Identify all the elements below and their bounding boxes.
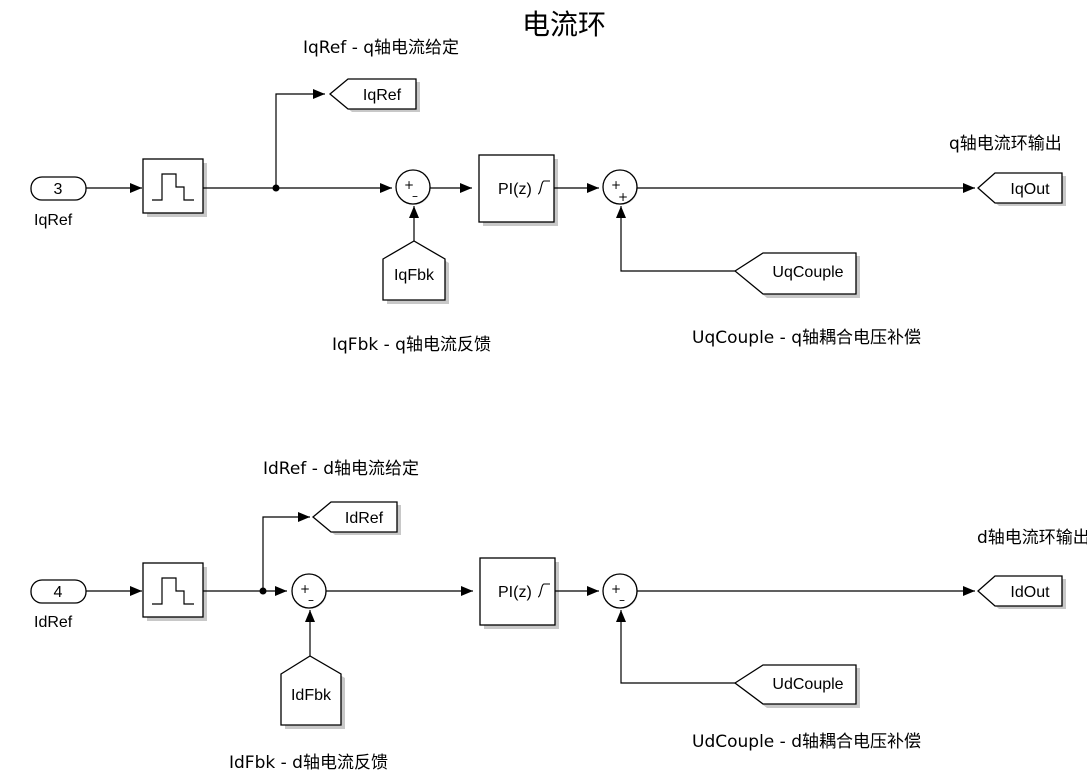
- d-from-fbk-note: IdFbk - d轴电流反馈: [229, 753, 388, 773]
- d-from-couple-tag[interactable]: UdCouple: [733, 664, 860, 708]
- q-goto-out-label: IqOut: [1010, 181, 1050, 198]
- q-from-fbk-note: IqFbk - q轴电流反馈: [332, 335, 491, 355]
- q-from-couple-label: UqCouple: [772, 264, 843, 281]
- q-pi-controller-block[interactable]: PI(z): [478, 154, 558, 226]
- d-inport-block[interactable]: 4: [30, 579, 87, 604]
- d-sum2-sign-a: +: [611, 582, 621, 596]
- d-sum1-sign-a: +: [300, 582, 310, 596]
- q-from-fbk-label: IqFbk: [394, 267, 435, 284]
- q-goto-ref-label: IqRef: [363, 87, 402, 104]
- d-from-fbk-label: IdFbk: [291, 687, 332, 704]
- q-inport-number: 3: [54, 181, 63, 198]
- diagram-title: 电流环: [522, 8, 606, 41]
- d-from-fbk-tag[interactable]: IdFbk: [280, 655, 345, 729]
- saturation-icon: [537, 180, 550, 195]
- d-current-loop: 4 IdRef IdRef IdRef - d轴电流给定 + –: [30, 459, 1087, 773]
- d-inport-number: 4: [54, 584, 63, 601]
- d-pi-label: PI(z): [498, 584, 532, 601]
- d-pi-controller-block[interactable]: PI(z): [479, 557, 559, 629]
- d-zero-order-hold-block[interactable]: [142, 562, 207, 621]
- q-goto-ref-tag[interactable]: IqRef: [328, 78, 420, 112]
- saturation-icon: [537, 583, 550, 598]
- q-goto-ref-note: IqRef - q轴电流给定: [303, 38, 459, 58]
- q-sum1-block[interactable]: + –: [395, 169, 431, 205]
- d-from-couple-label: UdCouple: [772, 676, 843, 693]
- d-sum2-block[interactable]: + –: [602, 573, 638, 609]
- zero-order-hold-staircase-icon: [152, 173, 194, 201]
- d-goto-ref-label: IdRef: [345, 510, 384, 527]
- q-zero-order-hold-block[interactable]: [142, 158, 207, 217]
- q-pi-label: PI(z): [498, 181, 532, 198]
- q-goto-out-note: q轴电流环输出: [949, 134, 1062, 154]
- d-sum2-sign-b: –: [619, 593, 625, 607]
- d-goto-ref-note: IdRef - d轴电流给定: [263, 459, 419, 479]
- d-goto-out-note: d轴电流环输出: [977, 528, 1087, 548]
- q-current-loop: 3 IqRef IqRef IqRef - q轴电流给定 + –: [30, 38, 1066, 355]
- d-goto-out-tag[interactable]: IdOut: [977, 575, 1066, 609]
- q-from-couple-note: UqCouple - q轴耦合电压补偿: [692, 328, 921, 348]
- d-sum1-block[interactable]: + –: [291, 573, 327, 609]
- q-from-fbk-tag[interactable]: IqFbk: [382, 240, 449, 304]
- q-sum2-sign-a: +: [611, 178, 621, 192]
- d-from-couple-note: UdCouple - d轴耦合电压补偿: [692, 732, 921, 752]
- q-sum1-sign-b: –: [412, 189, 418, 203]
- d-goto-out-label: IdOut: [1010, 584, 1050, 601]
- q-inport-block[interactable]: 3: [30, 176, 87, 201]
- zero-order-hold-staircase-icon: [152, 577, 194, 605]
- d-inport-name: IdRef: [34, 614, 73, 631]
- q-goto-out-tag[interactable]: IqOut: [977, 172, 1066, 206]
- q-sum1-sign-a: +: [404, 178, 414, 192]
- q-from-couple-tag[interactable]: UqCouple: [733, 252, 860, 298]
- q-inport-name: IqRef: [34, 212, 73, 229]
- q-sum2-block[interactable]: + +: [602, 169, 638, 205]
- d-goto-ref-tag[interactable]: IdRef: [311, 501, 401, 535]
- d-sum1-sign-b: –: [308, 593, 314, 607]
- q-sum2-sign-b: +: [618, 190, 628, 204]
